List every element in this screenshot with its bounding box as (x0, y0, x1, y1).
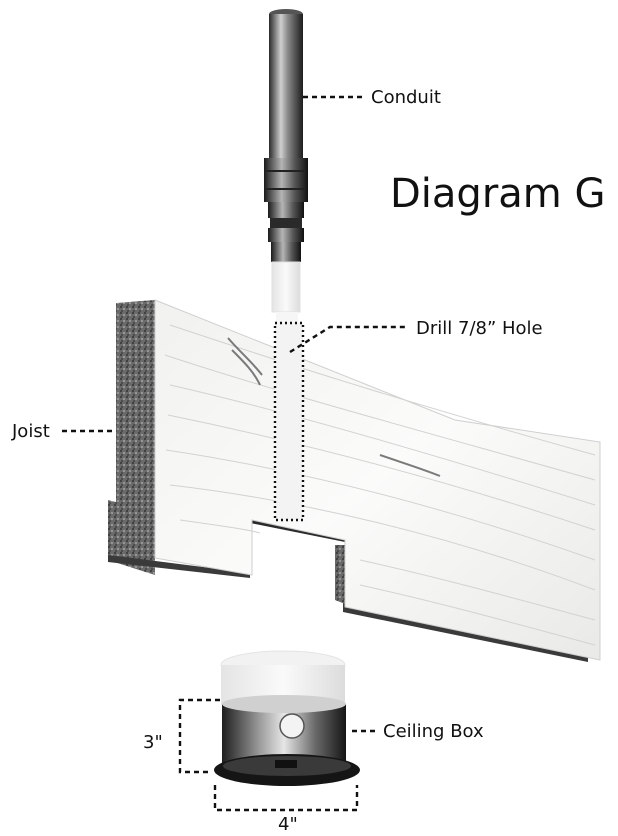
conduit-label: Conduit (371, 87, 441, 108)
width-dimension-line (213, 785, 359, 812)
conduit-pipe (264, 9, 308, 262)
diagram-title: Diagram G (390, 171, 605, 217)
drill-hole-leader (289, 325, 405, 354)
ceiling-box (214, 650, 360, 786)
joist-label: Joist (11, 421, 50, 442)
joist-board (108, 299, 601, 662)
drill-hole-marker (273, 321, 305, 522)
drill-hole-label: Drill 7/8” Hole (416, 318, 543, 339)
ceiling-box-label: Ceiling Box (383, 721, 484, 742)
height-dimension-line (178, 698, 220, 774)
conduit-ghost (271, 261, 301, 328)
height-dimension-label: 3" (143, 732, 163, 753)
width-dimension-label: 4" (278, 814, 298, 835)
